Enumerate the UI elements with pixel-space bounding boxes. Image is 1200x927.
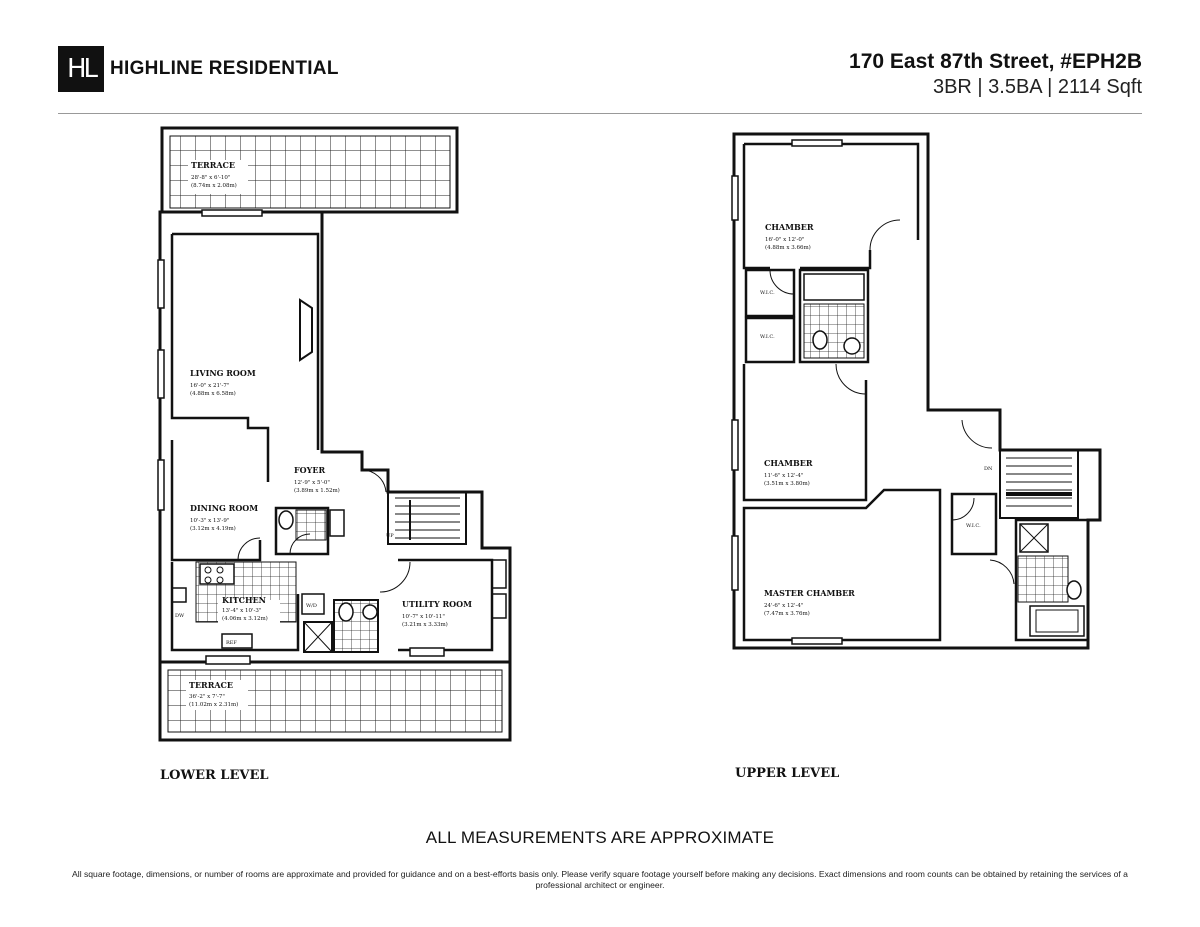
living-room-metric: (4.88m x 6.58m) [190,390,236,397]
kitchen-name: KITCHEN [222,595,266,605]
chamber1-dim: 16'-0" x 12'-0" [765,237,804,243]
foyer-dim: 12'-9" x 5'-0" [294,480,330,486]
legal-disclaimer: All square footage, dimensions, or numbe… [72,869,1128,890]
kitchen-metric: (4.06m x 3.12m) [222,615,268,622]
utility-room-dim: 10'-7" x 10'-11" [402,614,445,620]
dining-room-name: DINING ROOM [190,503,258,513]
lower-level-label: LOWER LEVEL [160,768,269,783]
master-chamber-dim: 24'-6" x 12'-4" [764,603,803,609]
upper-level-labels: CHAMBER 16'-0" x 12'-0" (4.88m x 3.66m) … [760,222,993,617]
lower-level-plan [157,126,512,742]
terrace-top-dim: 28'-8" x 6'-10" [191,175,230,181]
master-chamber-name: MASTER CHAMBER [764,588,855,598]
header-divider [58,113,1142,114]
living-room-dim: 16'-0" x 21'-7" [190,383,229,389]
living-room-name: LIVING ROOM [190,368,256,378]
terrace-top-name: TERRACE [191,160,235,170]
dishwasher-tag: DW [175,613,185,619]
upper-outer-walls [732,132,1102,650]
wic2-tag: W.I.C. [760,334,775,340]
lower-level-labels: TERRACE 28'-8" x 6'-10" (8.74m x 2.08m) … [175,160,472,708]
foyer-name: FOYER [294,465,325,475]
terrace-bottom-metric: (11.02m x 2.31m) [189,701,238,708]
wic3-tag: W.I.C. [966,523,981,529]
dining-room-metric: (3.12m x 4.19m) [190,525,236,532]
utility-room-metric: (3.21m x 3.33m) [402,621,448,628]
brand-logo: HL [58,46,104,92]
measurements-approx-note: ALL MEASUREMENTS ARE APPROXIMATE [425,828,775,847]
washer-dryer-tag: W/D [306,603,317,609]
terrace-bottom [158,660,512,742]
chamber2-name: CHAMBER [764,458,813,468]
stair-up-tag: UP [386,533,394,539]
upper-level-plan [731,132,1102,650]
utility-room-name: UTILITY ROOM [402,599,472,609]
chamber2-metric: (3.51m x 3.80m) [764,480,810,487]
foyer-metric: (3.89m x 1.52m) [294,487,340,494]
chamber1-metric: (4.88m x 3.66m) [765,244,811,251]
upper-level-label: UPPER LEVEL [735,766,840,781]
terrace-top-metric: (8.74m x 2.08m) [191,182,237,189]
listing-address: 170 East 87th Street, #EPH2B [849,50,1142,73]
refrigerator-tag: REF [226,640,237,646]
master-chamber-metric: (7.47m x 3.76m) [764,610,810,617]
listing-specs: 3BR | 3.5BA | 2114 Sqft [932,76,1142,98]
terrace-bottom-name: TERRACE [189,680,233,690]
chamber1-name: CHAMBER [765,222,814,232]
wic1-tag: W.I.C. [760,290,775,296]
stair-down-tag: DN [984,466,993,472]
dining-room-dim: 10'-3" x 13'-9" [190,518,229,524]
chamber2-dim: 11'-6" x 12'-4" [764,473,803,479]
terrace-bottom-dim: 36'-2" x 7'-7" [189,694,225,700]
brand-name: HIGHLINE RESIDENTIAL [110,58,339,79]
kitchen-dim: 13'-4" x 10'-3" [222,608,261,614]
